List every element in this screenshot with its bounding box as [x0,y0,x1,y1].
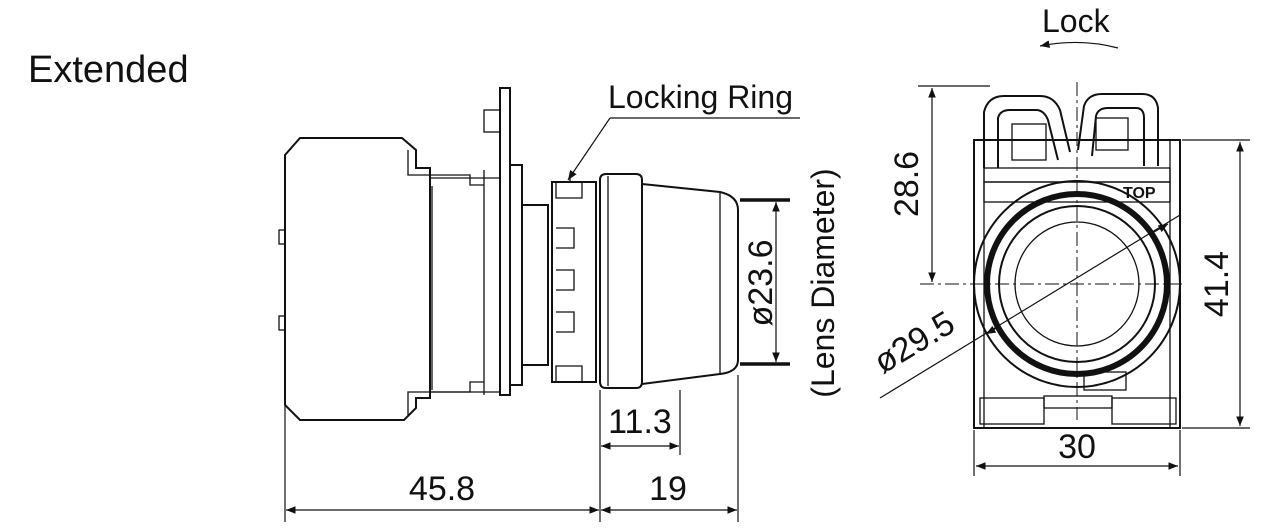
side-view [278,87,739,421]
locking-ring-leader [567,117,611,181]
dim-bezel-diameter: ø29.5 [867,304,961,381]
plate-clip [483,109,501,133]
dim-body-width: 30 [1058,428,1096,466]
terminal-left [979,397,1045,425]
terminal-bridge [1043,395,1113,409]
locking-ring-label: Locking Ring [608,79,793,115]
lock-wire-right [1077,93,1159,166]
drawing-title: Extended [28,49,189,91]
extended-lens [641,182,739,386]
lock-latch-left [1011,123,1047,161]
terminal-tab-upper [278,229,286,245]
front-dimensions: 28.6 41.4 30 ø29.5 [867,85,1250,476]
top-marking: TOP [1123,185,1156,202]
latch-upper [407,150,484,186]
lock-wire-left [983,95,1071,168]
bezel-dia-leader [879,214,1181,399]
bezel [599,173,643,389]
contact-block [284,137,431,421]
bezel-dia-arrow-b [1153,223,1169,233]
lock-latch-right [1095,117,1129,151]
lock-label: Lock [1042,3,1111,39]
dim-lens-diameter: ø23.6 [742,240,780,327]
side-dimensions: 45.8 19 11.3 ø23.6 (Lens Diameter) [284,168,841,522]
dim-body-height: 41.4 [1198,251,1236,317]
lens-diameter-note: (Lens Diameter) [805,168,841,397]
locking-ring-callout: Locking Ring [567,79,800,181]
mounting-plate [499,87,511,396]
front-view: TOP [920,82,1182,429]
panel [509,164,523,386]
bezel-dia-arrow-a [985,325,1001,335]
ring-teeth [555,182,583,382]
dim-lens-depth: 11.3 [608,403,672,441]
lock-arrow [1039,40,1119,49]
panel-thread [521,204,549,366]
dim-button-projection: 19 [649,470,687,508]
dim-lock-height: 28.6 [888,151,926,217]
lock-indicator: Lock [1039,3,1119,49]
terminal-tab-lower [278,315,286,331]
terminal-right [1111,397,1177,425]
locking-ring [551,181,597,383]
dim-total-depth: 45.8 [409,470,475,508]
